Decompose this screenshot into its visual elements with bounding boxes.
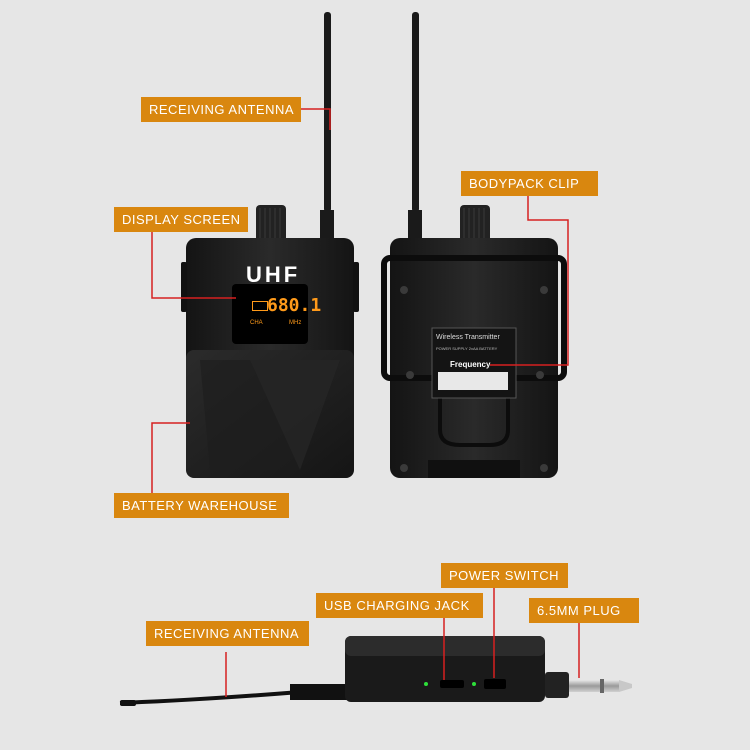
label-display-screen: DISPLAY SCREEN — [114, 207, 248, 232]
antenna-back — [412, 12, 419, 212]
antenna-front — [324, 12, 331, 212]
display-channel-label: CHA — [250, 320, 263, 326]
label-power-switch: POWER SWITCH — [441, 563, 568, 588]
receiver-unit — [119, 636, 632, 706]
bodypack-front — [181, 12, 359, 478]
label-usb-charging-jack: USB CHARGING JACK — [316, 593, 483, 618]
display-frequency: 680.1 — [267, 295, 322, 316]
battery-icon — [252, 301, 268, 311]
label-receiving-antenna-top: RECEIVING ANTENNA — [141, 97, 301, 122]
receiver-antenna-wire — [119, 690, 301, 705]
plug-6-5mm-shaft — [569, 680, 619, 692]
label-6-5mm-plug: 6.5MM PLUG — [529, 598, 639, 623]
sticker-frequency-label: Frequency — [450, 360, 491, 369]
display-unit-label: MHz — [289, 320, 302, 326]
sticker-title: Wireless Transmitter — [436, 334, 500, 341]
label-battery-warehouse: BATTERY WAREHOUSE — [114, 493, 289, 518]
bodypack-back — [381, 12, 567, 478]
sticker-subtitle: POWER SUPPLY 2xAA BATTERY — [436, 346, 498, 351]
label-bodypack-clip: BODYPACK CLIP — [461, 171, 598, 196]
display-brand: UHF — [246, 262, 301, 287]
label-receiving-antenna-bottom: RECEIVING ANTENNA — [146, 621, 309, 646]
